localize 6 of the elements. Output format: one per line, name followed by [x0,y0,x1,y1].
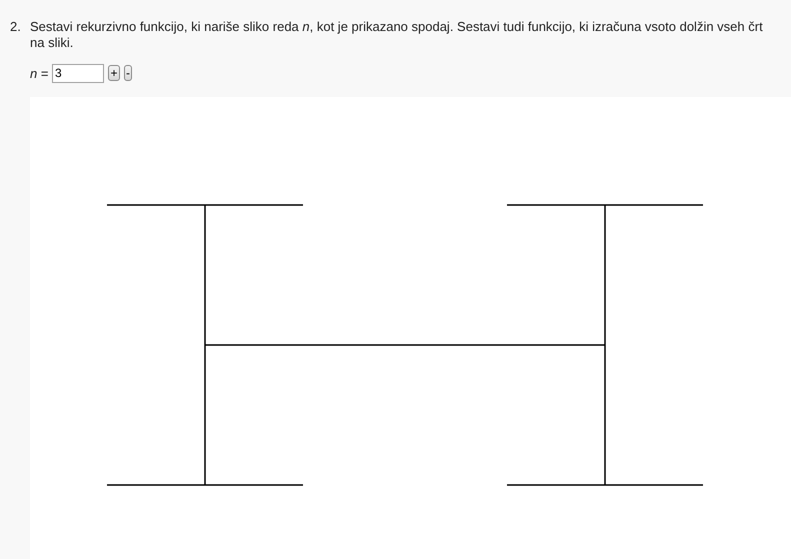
increment-button: + [108,65,120,81]
number-input-field: 3 [52,64,104,83]
variable-label: n = [30,66,48,82]
question-text: Sestavi rekurzivno funkcijo, ki nariše sliko reda n, kot je prikazano spodaj. Sestavi tudi funkcijo, ki izračuna vsoto dolžin vseh črt na sliki. [30,19,764,51]
question-number: 2. [10,19,21,35]
decrement-button: - [124,65,132,81]
